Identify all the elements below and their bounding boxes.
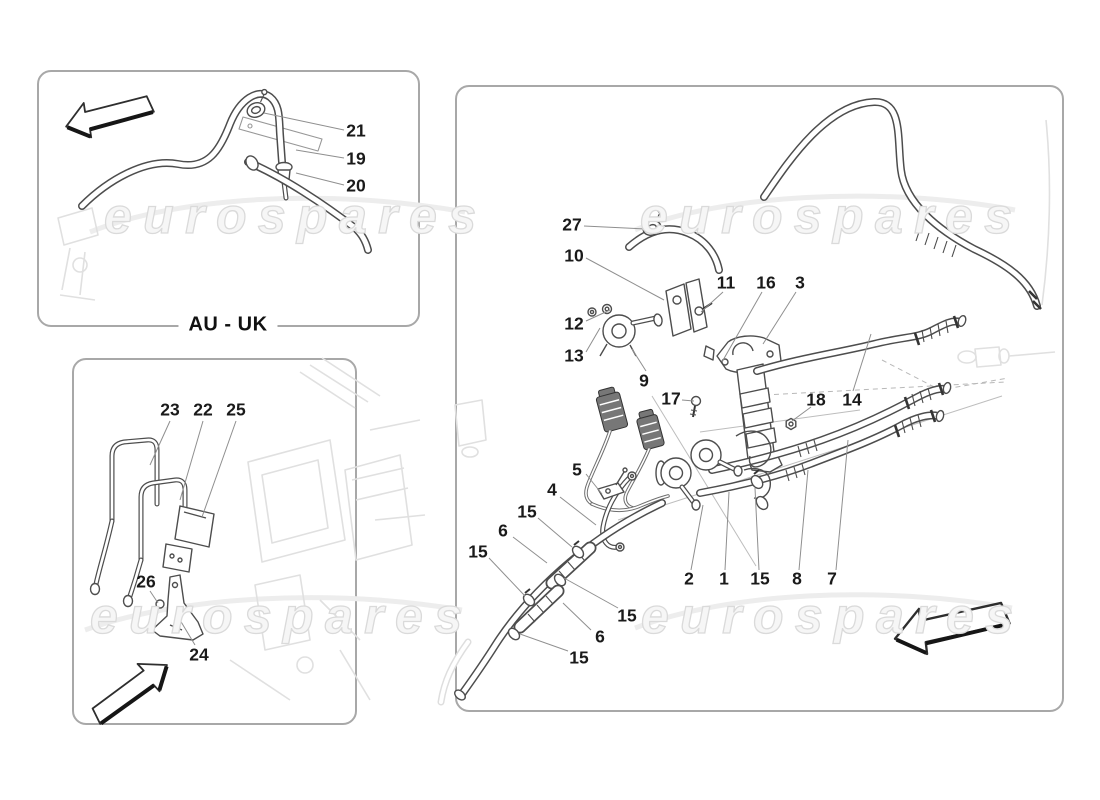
direction-arrow-icon — [65, 95, 155, 139]
callout-11: 11 — [716, 272, 736, 293]
hose-clamps-15 — [507, 540, 585, 641]
callout-27: 27 — [562, 214, 582, 235]
main-leader-lines — [488, 225, 872, 652]
callout-20: 20 — [346, 175, 366, 196]
panel-heater-brackets — [72, 358, 357, 725]
hose-7-8-details — [785, 381, 952, 482]
direction-arrow-icon — [91, 662, 169, 725]
callout-26: 26 — [136, 571, 156, 592]
callout-5: 5 — [572, 459, 582, 480]
bracket-10 — [665, 278, 708, 337]
callout-18: 18 — [806, 389, 826, 410]
hose-clamp — [245, 155, 259, 171]
connector-plugs — [584, 386, 670, 513]
screw-26 — [149, 599, 165, 625]
valve-9 — [599, 313, 663, 357]
callout-2: 2 — [684, 568, 694, 589]
bolt-17 — [689, 395, 702, 418]
watermark-swooshes — [84, 119, 1051, 633]
callout-21: 21 — [346, 120, 366, 141]
callout-6-a: 6 — [498, 520, 508, 541]
callout-6-b: 6 — [595, 626, 605, 647]
callout-3: 3 — [795, 272, 805, 293]
nut-18 — [785, 417, 797, 431]
callout-24: 24 — [189, 644, 209, 665]
region-label-au-uk: AU - UK — [178, 313, 278, 337]
callout-15-b: 15 — [468, 541, 488, 562]
direction-arrow-icon — [893, 601, 1011, 656]
heater-panel-drawing — [89, 357, 426, 725]
callout-15-c: 15 — [750, 568, 770, 589]
callout-19: 19 — [346, 148, 366, 169]
panel-main-assembly — [455, 85, 1064, 712]
faint-valve-sketch — [57, 207, 99, 301]
callout-16: 16 — [756, 272, 776, 293]
au-uk-leader-lines — [263, 112, 345, 186]
callout-12: 12 — [564, 313, 584, 334]
au-uk-panel-drawing — [57, 88, 372, 301]
callout-13: 13 — [564, 345, 584, 366]
clamp-21 — [246, 88, 268, 118]
callout-25: 25 — [226, 399, 246, 420]
tab-5 — [597, 467, 628, 500]
callout-1: 1 — [719, 568, 729, 589]
hose-sleeves-6 — [513, 541, 597, 634]
callout-14: 14 — [842, 389, 862, 410]
heater-leader-lines — [149, 420, 237, 646]
callout-15-a: 15 — [517, 501, 537, 522]
callout-15-d: 15 — [617, 605, 637, 626]
bracket-24 — [151, 574, 204, 641]
callout-8: 8 — [792, 568, 802, 589]
callout-4: 4 — [547, 479, 557, 500]
main-panel-drawing — [437, 97, 1056, 706]
callout-7: 7 — [827, 568, 837, 589]
bracket-25 — [162, 505, 215, 573]
callout-23: 23 — [160, 399, 180, 420]
callout-9: 9 — [639, 370, 649, 391]
faint-heater-unit — [229, 357, 426, 701]
faint-fitting — [957, 346, 1056, 368]
callout-15-e: 15 — [569, 647, 589, 668]
callout-22: 22 — [193, 399, 213, 420]
solenoid-valves — [655, 430, 772, 511]
callout-10: 10 — [564, 245, 584, 266]
hose-14-end — [913, 314, 967, 346]
clamp-27 — [642, 206, 664, 236]
callout-17: 17 — [661, 388, 681, 409]
top-hose-sleeve — [915, 228, 1042, 310]
